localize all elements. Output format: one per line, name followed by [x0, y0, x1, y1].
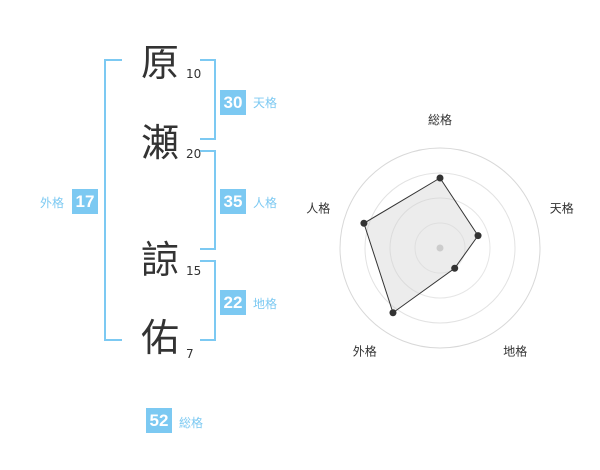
chikaku-label: 地格 — [253, 297, 278, 311]
radar-point-5 — [360, 219, 368, 227]
radar-point-1 — [436, 174, 444, 182]
stroke-count-3: 15 — [186, 264, 202, 278]
radar-axis-label-1: 総格 — [428, 112, 452, 127]
stroke-count-2: 20 — [186, 147, 202, 161]
tenkaku-bracket — [200, 59, 216, 140]
tenkaku-label: 天格 — [253, 96, 278, 110]
radar-area — [363, 177, 479, 314]
name-char-1: 原 — [140, 41, 179, 85]
radar-axis-label-4: 外格 — [353, 344, 377, 359]
radar-axis-label-2: 天格 — [550, 200, 574, 215]
radar-axis-label-5: 人格 — [306, 200, 330, 215]
jinkaku-label: 人格 — [253, 196, 278, 210]
name-char-4: 佑 — [140, 316, 179, 360]
name-char-3: 諒 — [140, 238, 179, 282]
chikaku-value: 22 — [220, 290, 246, 315]
chikaku-bracket — [200, 260, 216, 341]
name-char-2: 瀬 — [140, 121, 179, 165]
stroke-count-4: 7 — [186, 347, 194, 361]
radar-center-dot — [436, 244, 444, 252]
tenkaku-value: 30 — [220, 90, 246, 115]
radar-point-3 — [451, 264, 459, 272]
soukaku-label: 総格 — [179, 416, 204, 430]
gaikaku-label: 外格 — [40, 196, 65, 210]
gaikaku-value: 17 — [72, 189, 98, 214]
radar-axis-label-3: 地格 — [503, 344, 527, 359]
jinkaku-bracket — [200, 150, 216, 250]
soukaku-value: 52 — [146, 408, 172, 433]
radar-point-4 — [389, 309, 397, 317]
radar-point-2 — [474, 232, 482, 240]
jinkaku-value: 35 — [220, 189, 246, 214]
gaikaku-bracket — [104, 59, 122, 341]
stroke-count-1: 10 — [186, 67, 202, 81]
